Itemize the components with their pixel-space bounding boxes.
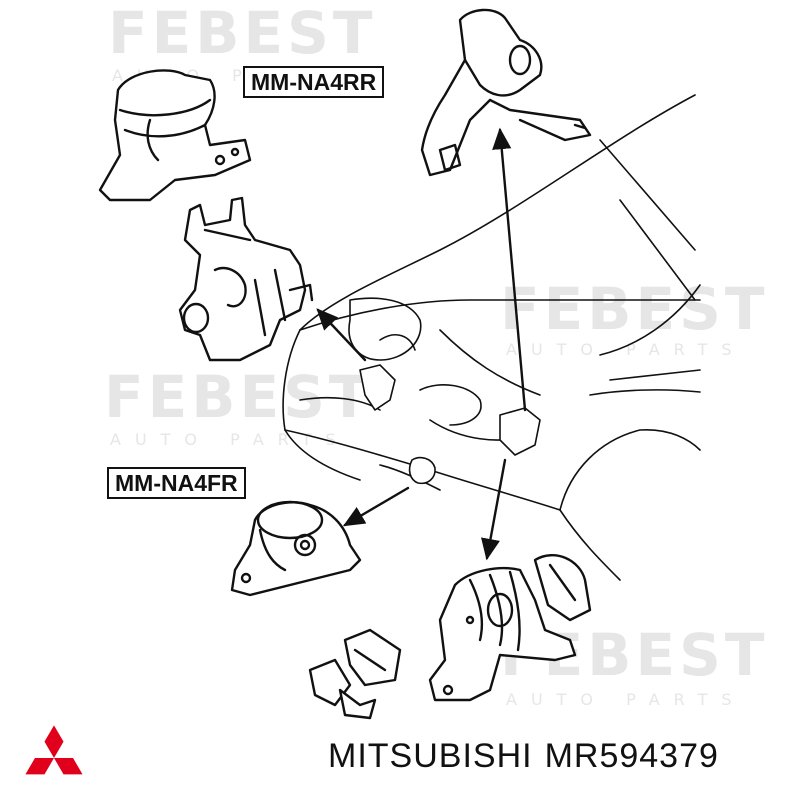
mitsubishi-logo-icon (25, 725, 83, 775)
part-number: MR594379 (544, 737, 719, 775)
brand-part-number-caption: MITSUBISHI MR594379 (328, 736, 719, 776)
bottom-mount-part (308, 554, 592, 720)
watermark-logo-top: FEBEST (108, 0, 377, 67)
watermark-logo-right: FEBEST (500, 275, 769, 343)
label-front-mount: MM-NA4FR (107, 467, 246, 499)
front-mount-part (230, 500, 362, 597)
footer: MITSUBISHI MR594379 (0, 706, 800, 800)
left-bracket-part (178, 196, 314, 362)
rear-mount-part (420, 8, 592, 177)
engine-bay-details (299, 297, 541, 491)
upper-mount-part (98, 69, 252, 202)
watermark-sub-bottom: AUTO PARTS (506, 690, 746, 709)
watermark-sub-middle: AUTO PARTS (110, 430, 350, 449)
label-rear-mount: MM-NA4RR (243, 66, 385, 98)
manufacturer-name: MITSUBISHI (328, 737, 533, 775)
leader-arrows (316, 127, 527, 561)
car-body-outline (282, 94, 701, 581)
